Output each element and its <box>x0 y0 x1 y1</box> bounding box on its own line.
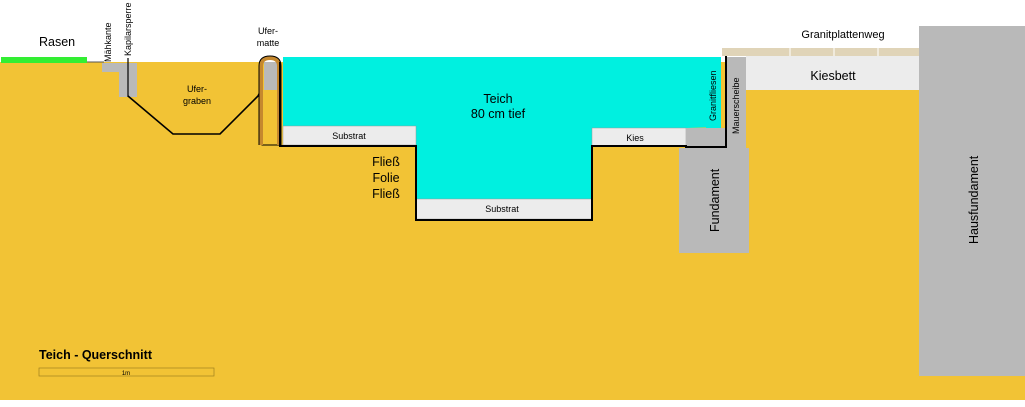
retaining-wall <box>726 57 746 148</box>
label-mauerscheibe: Mauerscheibe <box>731 77 741 134</box>
label-maehkante: Mähkante <box>103 22 113 62</box>
granite-tiles <box>706 57 721 128</box>
foundation <box>679 148 749 253</box>
scale-bar <box>38 367 215 377</box>
pond-liner <box>279 51 744 221</box>
label-fliess-1: Fließ <box>372 155 400 169</box>
label-folie: Folie <box>372 171 399 185</box>
label-granitplattenweg: Granitplattenweg <box>801 29 884 41</box>
label-substrat-bottom: Substrat <box>485 204 519 214</box>
lawn-grass <box>1 57 87 63</box>
bottom-margin <box>0 400 1025 407</box>
label-kies: Kies <box>626 133 644 143</box>
gravel-right-dark <box>686 128 726 146</box>
label-teich-2: 80 cm tief <box>471 107 526 121</box>
label-kapilarsperre: Kapilarsperre <box>123 2 133 56</box>
shore-mat-gray <box>264 62 278 90</box>
label-ufergraben-2: graben <box>183 96 211 106</box>
diagram-title: Teich - Querschnitt <box>39 348 153 362</box>
gravel-bed <box>746 56 919 90</box>
shore-mat-brown <box>259 55 281 145</box>
label-fundament: Fundament <box>708 168 722 232</box>
label-kiesbett: Kiesbett <box>810 69 856 83</box>
house-foundation <box>919 26 1025 376</box>
label-teich-1: Teich <box>483 92 512 106</box>
label-hausfundament: Hausfundament <box>967 155 981 244</box>
label-ufermatte-1: Ufer- <box>258 26 278 36</box>
label-granitfliesen: Granitfliesen <box>708 70 718 121</box>
scale-label: 1m <box>122 371 130 377</box>
mowing-edge <box>102 63 119 72</box>
label-ufermatte-2: matte <box>257 38 280 48</box>
label-substrat-left: Substrat <box>332 131 366 141</box>
label-ufergraben-1: Ufer- <box>187 84 207 94</box>
pond-water <box>283 57 721 199</box>
label-fliess-2: Fließ <box>372 187 400 201</box>
label-rasen: Rasen <box>39 35 75 49</box>
granite-path <box>722 48 919 56</box>
